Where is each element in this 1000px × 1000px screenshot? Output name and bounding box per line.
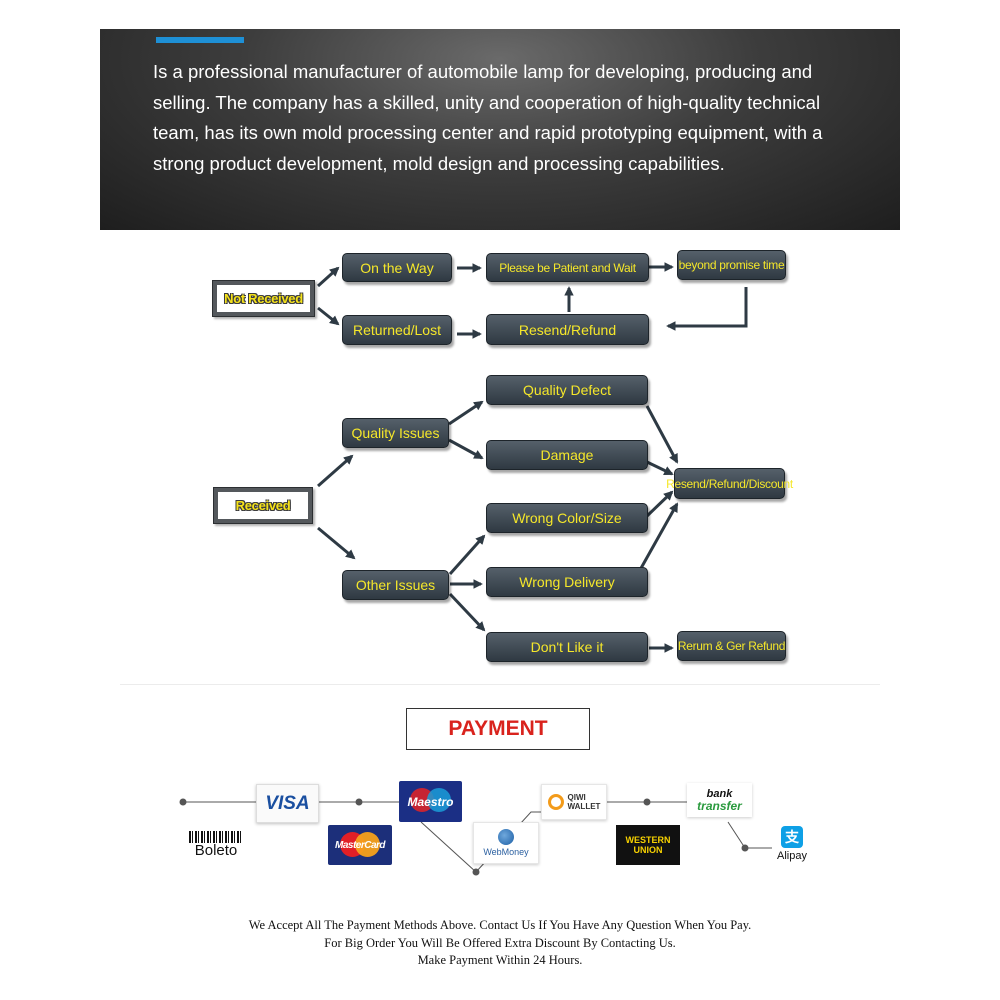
- webmoney-logo: WebMoney: [473, 822, 539, 864]
- on-the-way-label: On the Way: [360, 259, 434, 276]
- resend-refund-discount-node: Resend/Refund/Discount: [666, 468, 793, 499]
- wrong-color-size-node: Wrong Color/Size: [486, 503, 648, 533]
- beyond-promise-time-label: beyond promise time: [678, 258, 785, 272]
- other-issues-node: Other Issues: [342, 570, 449, 600]
- beyond-promise-time-node: beyond promise time: [677, 250, 786, 280]
- quality-defect-label: Quality Defect: [523, 382, 611, 398]
- maestro-label: Maestro: [407, 794, 454, 809]
- return-refund-node: Rerum & Ger Refund: [677, 631, 786, 661]
- not-received-node: Not Received: [212, 280, 315, 317]
- flowchart-arrows: [316, 262, 748, 653]
- accent-bar: [156, 37, 244, 43]
- visa-logo: VISA: [256, 784, 319, 823]
- payment-title: PAYMENT: [406, 708, 590, 750]
- bank-transfer-label-bottom: transfer: [697, 799, 742, 813]
- received-label: Received: [218, 492, 308, 519]
- qiwi-label: QIWI WALLET: [567, 793, 601, 811]
- on-the-way-node: On the Way: [342, 253, 452, 282]
- wrong-delivery-label: Wrong Delivery: [519, 574, 615, 590]
- boleto-logo: Boleto: [186, 829, 246, 861]
- mastercard-orange-circle-icon: [355, 832, 380, 857]
- returned-lost-node: Returned/Lost: [342, 315, 452, 345]
- not-received-label: Not Received: [217, 285, 310, 312]
- western-union-logo: WESTERN UNION: [616, 825, 680, 865]
- alipay-icon: 支: [781, 826, 803, 848]
- received-node: Received: [213, 487, 313, 524]
- payment-note-line: For Big Order You Will Be Offered Extra …: [324, 935, 676, 950]
- mastercard-logo: MasterCard: [328, 825, 392, 865]
- intro-text: Is a professional manufacturer of automo…: [153, 61, 823, 174]
- patient-wait-node: Please be Patient and Wait: [486, 253, 649, 282]
- other-issues-label: Other Issues: [355, 577, 436, 593]
- alipay-logo: 支 Alipay: [770, 822, 814, 866]
- maestro-blue-circle-icon: [427, 788, 451, 812]
- webmoney-label: WebMoney: [483, 847, 529, 857]
- damage-label: Damage: [540, 447, 594, 463]
- wrong-delivery-node: Wrong Delivery: [486, 567, 648, 597]
- bank-transfer-logo: bank transfer: [687, 783, 752, 817]
- resend-refund-label: Resend/Refund: [518, 321, 617, 338]
- return-refund-label: Rerum & Ger Refund: [677, 639, 786, 653]
- barcode-icon: [189, 831, 243, 843]
- patient-wait-label: Please be Patient and Wait: [499, 260, 636, 275]
- damage-node: Damage: [486, 440, 648, 470]
- resend-refund-node: Resend/Refund: [486, 314, 649, 345]
- payment-note-line: We Accept All The Payment Methods Above.…: [248, 918, 752, 932]
- dont-like-it-label: Don't Like it: [530, 639, 604, 655]
- wrong-color-size-label: Wrong Color/Size: [512, 510, 622, 526]
- webmoney-globe-icon: [498, 829, 514, 845]
- bank-transfer-label-top: bank: [706, 788, 733, 800]
- maestro-logo: Maestro: [399, 781, 462, 822]
- returned-lost-label: Returned/Lost: [353, 322, 441, 338]
- intro-banner: Is a professional manufacturer of automo…: [100, 29, 900, 230]
- payment-note: We Accept All The Payment Methods Above.…: [200, 917, 800, 970]
- quality-defect-node: Quality Defect: [486, 375, 648, 405]
- resend-refund-discount-label: Resend/Refund/Discount: [666, 476, 793, 491]
- section-divider: [120, 684, 880, 685]
- quality-issues-node: Quality Issues: [342, 418, 449, 448]
- visa-label: VISA: [265, 792, 310, 814]
- alipay-label: Alipay: [777, 850, 807, 862]
- boleto-label: Boleto: [194, 842, 238, 859]
- dont-like-it-node: Don't Like it: [486, 632, 648, 662]
- mastercard-label: MasterCard: [334, 839, 386, 851]
- quality-issues-label: Quality Issues: [351, 425, 440, 441]
- qiwi-wallet-logo: QIWI WALLET: [541, 784, 607, 820]
- qiwi-ring-icon: [547, 794, 564, 810]
- payment-note-line: Make Payment Within 24 Hours.: [417, 953, 583, 967]
